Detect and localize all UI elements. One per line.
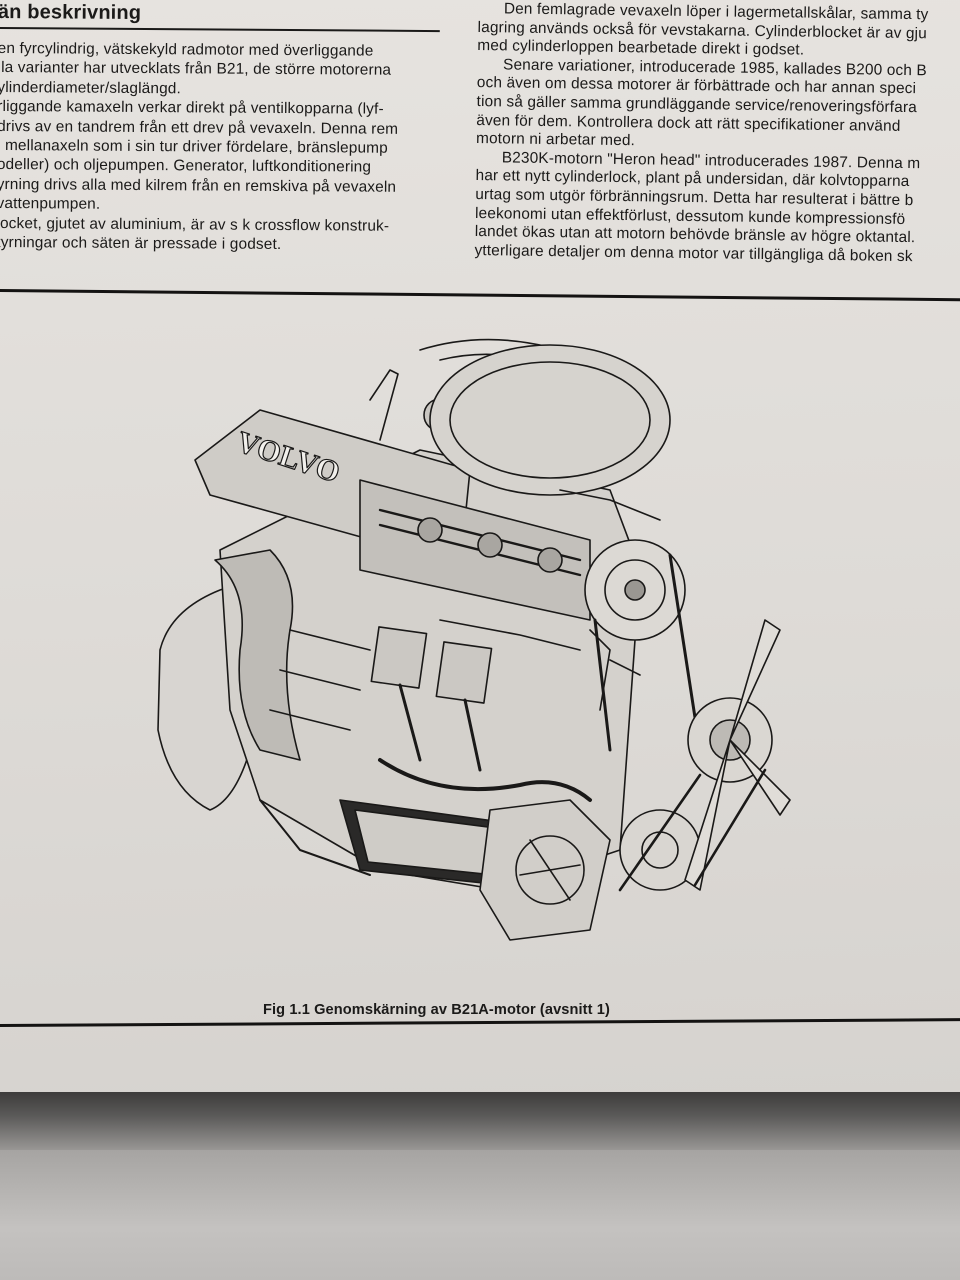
- exhaust-manifold: [214, 549, 301, 761]
- dipstick: [369, 369, 399, 441]
- left-line: tyrningar och säten är pressade i godset…: [0, 234, 282, 254]
- book-page: än beskrivning en fyrcylindrig, vätskeky…: [0, 0, 960, 1100]
- left-text-column: än beskrivning en fyrcylindrig, vätskeky…: [0, 0, 446, 256]
- cylinder-head-cutaway: [359, 479, 591, 621]
- piston-1: [370, 626, 428, 689]
- background-surface: [0, 1150, 960, 1280]
- left-line: vattenpumpen.: [0, 195, 101, 213]
- air-intake-housing: [429, 344, 671, 496]
- figure-bottom-rule: [0, 1018, 960, 1027]
- left-line: rliggande kamaxeln verkar direkt på vent…: [0, 98, 384, 118]
- right-text-column: Den femlagrade vevaxeln löper i lagermet…: [474, 0, 960, 267]
- figure-top-rule: [0, 289, 960, 302]
- cooling-fan-blades: [684, 619, 791, 891]
- alternator: [479, 799, 611, 941]
- v-belt: [618, 768, 767, 892]
- figure-caption: Fig 1.1 Genomskärning av B21A-motor (avs…: [263, 1002, 610, 1018]
- crankshaft: [378, 758, 592, 802]
- engine-cutaway-illustration: VOLVO: [157, 338, 791, 941]
- section-heading: än beskrivning: [0, 0, 142, 24]
- piston-2: [435, 641, 493, 704]
- connecting-rods: [398, 683, 482, 772]
- page-edge-shadow: [0, 1092, 960, 1152]
- heading-underline: [0, 26, 440, 33]
